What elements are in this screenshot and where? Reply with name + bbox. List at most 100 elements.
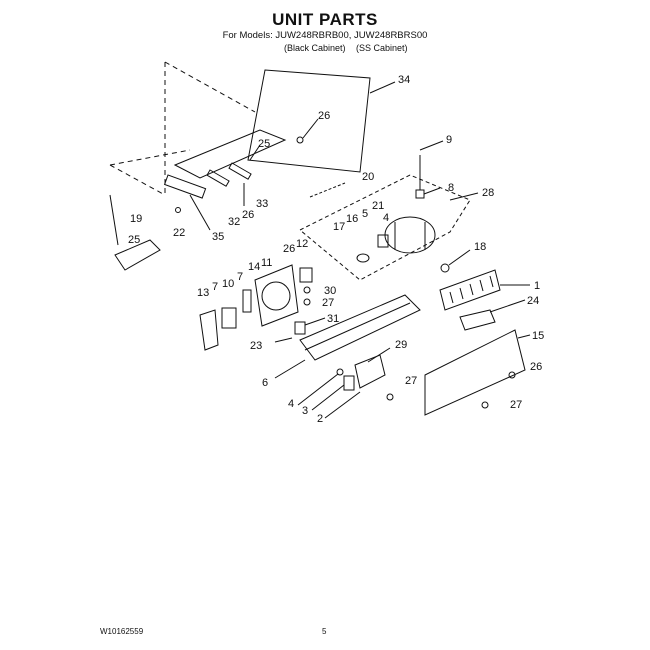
callout-21: 21: [372, 200, 384, 212]
callout-5: 5: [362, 208, 368, 220]
cabinet-ss-label: (SS Cabinet): [356, 43, 408, 53]
leader-8: [423, 187, 441, 195]
part-4: [336, 368, 344, 376]
leader-23: [274, 337, 293, 343]
callout-7b: 7: [212, 281, 218, 293]
page-number: 5: [322, 627, 327, 636]
callout-18: 18: [474, 241, 486, 253]
rod-19: [109, 194, 119, 246]
callout-16: 16: [346, 213, 358, 225]
callout-3: 3: [302, 405, 308, 417]
part-12: [299, 267, 313, 283]
screw-22: [175, 207, 181, 213]
part-10: [221, 307, 237, 329]
callout-25b: 25: [128, 234, 140, 246]
leader-31: [304, 317, 326, 326]
callout-34: 34: [398, 74, 410, 86]
callout-27c: 27: [510, 399, 522, 411]
base-pan-inner: [304, 302, 411, 351]
bar-35: [163, 174, 207, 199]
callout-26c: 26: [283, 243, 295, 255]
part-33: [228, 162, 252, 180]
callout-4: 4: [383, 212, 389, 224]
part-16: [356, 253, 370, 263]
callout-8: 8: [448, 182, 454, 194]
leader-35: [189, 194, 211, 231]
part-18: [440, 263, 450, 273]
callout-26d: 26: [530, 361, 542, 373]
callout-27a: 27: [322, 297, 334, 309]
part-31: [294, 321, 306, 335]
callout-9: 9: [446, 134, 452, 146]
cable-20: [309, 182, 346, 198]
pad-24: [459, 309, 496, 331]
part-32: [206, 169, 230, 187]
callout-28: 28: [482, 187, 494, 199]
compressor-detail: [394, 222, 426, 250]
bracket-13: [199, 309, 219, 351]
callout-29: 29: [395, 339, 407, 351]
condenser-1: [439, 269, 501, 311]
leader-2: [324, 391, 361, 419]
callout-25a: 25: [258, 138, 270, 150]
callout-33: 33: [256, 198, 268, 210]
compressor-box: [299, 174, 471, 281]
callout-13: 13: [197, 287, 209, 299]
screw-30: [303, 286, 311, 294]
callout-23: 23: [250, 340, 262, 352]
callout-14: 14: [248, 261, 260, 273]
leader-29: [367, 347, 391, 363]
shroud-opening: [261, 281, 291, 311]
page-title: UNIT PARTS: [272, 10, 378, 29]
base-pan-6: [299, 294, 421, 361]
bracket: [173, 129, 287, 179]
leader-24: [489, 299, 526, 313]
callout-35: 35: [212, 231, 224, 243]
models-line: For Models: JUW248RBRB00, JUW248RBRS00: [222, 30, 428, 41]
leader-4: [297, 373, 339, 406]
cabinet-black-label: (Black Cabinet): [284, 43, 346, 53]
leader-15: [517, 334, 531, 339]
screw-26: [296, 136, 304, 144]
callout-11: 11: [261, 257, 272, 269]
compressor: [384, 216, 436, 254]
screw-27a: [303, 298, 311, 306]
frame-outline: [109, 61, 256, 196]
callout-26b: 26: [242, 209, 254, 221]
callout-30: 30: [324, 285, 336, 297]
condenser-fins: [449, 275, 494, 304]
callout-10: 10: [222, 278, 234, 290]
callout-15: 15: [532, 330, 544, 342]
leader-6: [274, 359, 306, 379]
callout-1: 1: [534, 280, 540, 292]
callout-24: 24: [527, 295, 539, 307]
leader-25a: [249, 144, 261, 161]
callout-20: 20: [362, 171, 374, 183]
callout-2: 2: [317, 413, 323, 425]
callout-22: 22: [173, 227, 185, 239]
callout-26a: 26: [318, 110, 330, 122]
wiring-25: [114, 239, 161, 271]
callout-17: 17: [333, 221, 345, 233]
grommet-8: [415, 189, 425, 199]
screw-27c: [386, 393, 394, 401]
callout-7a: 7: [237, 271, 243, 283]
grille-15: [424, 329, 526, 416]
callout-32: 32: [228, 216, 240, 228]
callout-31: 31: [327, 313, 339, 325]
callout-4b: 4: [288, 398, 294, 410]
relay-5: [377, 234, 389, 248]
shroud-11: [254, 264, 299, 327]
leader-26a: [302, 118, 319, 139]
leader-18: [448, 249, 471, 266]
callout-6: 6: [262, 377, 268, 389]
part-3: [343, 375, 355, 391]
callout-27b: 27: [405, 375, 417, 387]
part-14: [242, 289, 252, 313]
doc-number: W10162559: [100, 627, 144, 636]
leader-9: [419, 140, 444, 151]
leader-3: [311, 384, 345, 411]
leader-34: [369, 81, 396, 94]
panel-34: [247, 69, 371, 173]
